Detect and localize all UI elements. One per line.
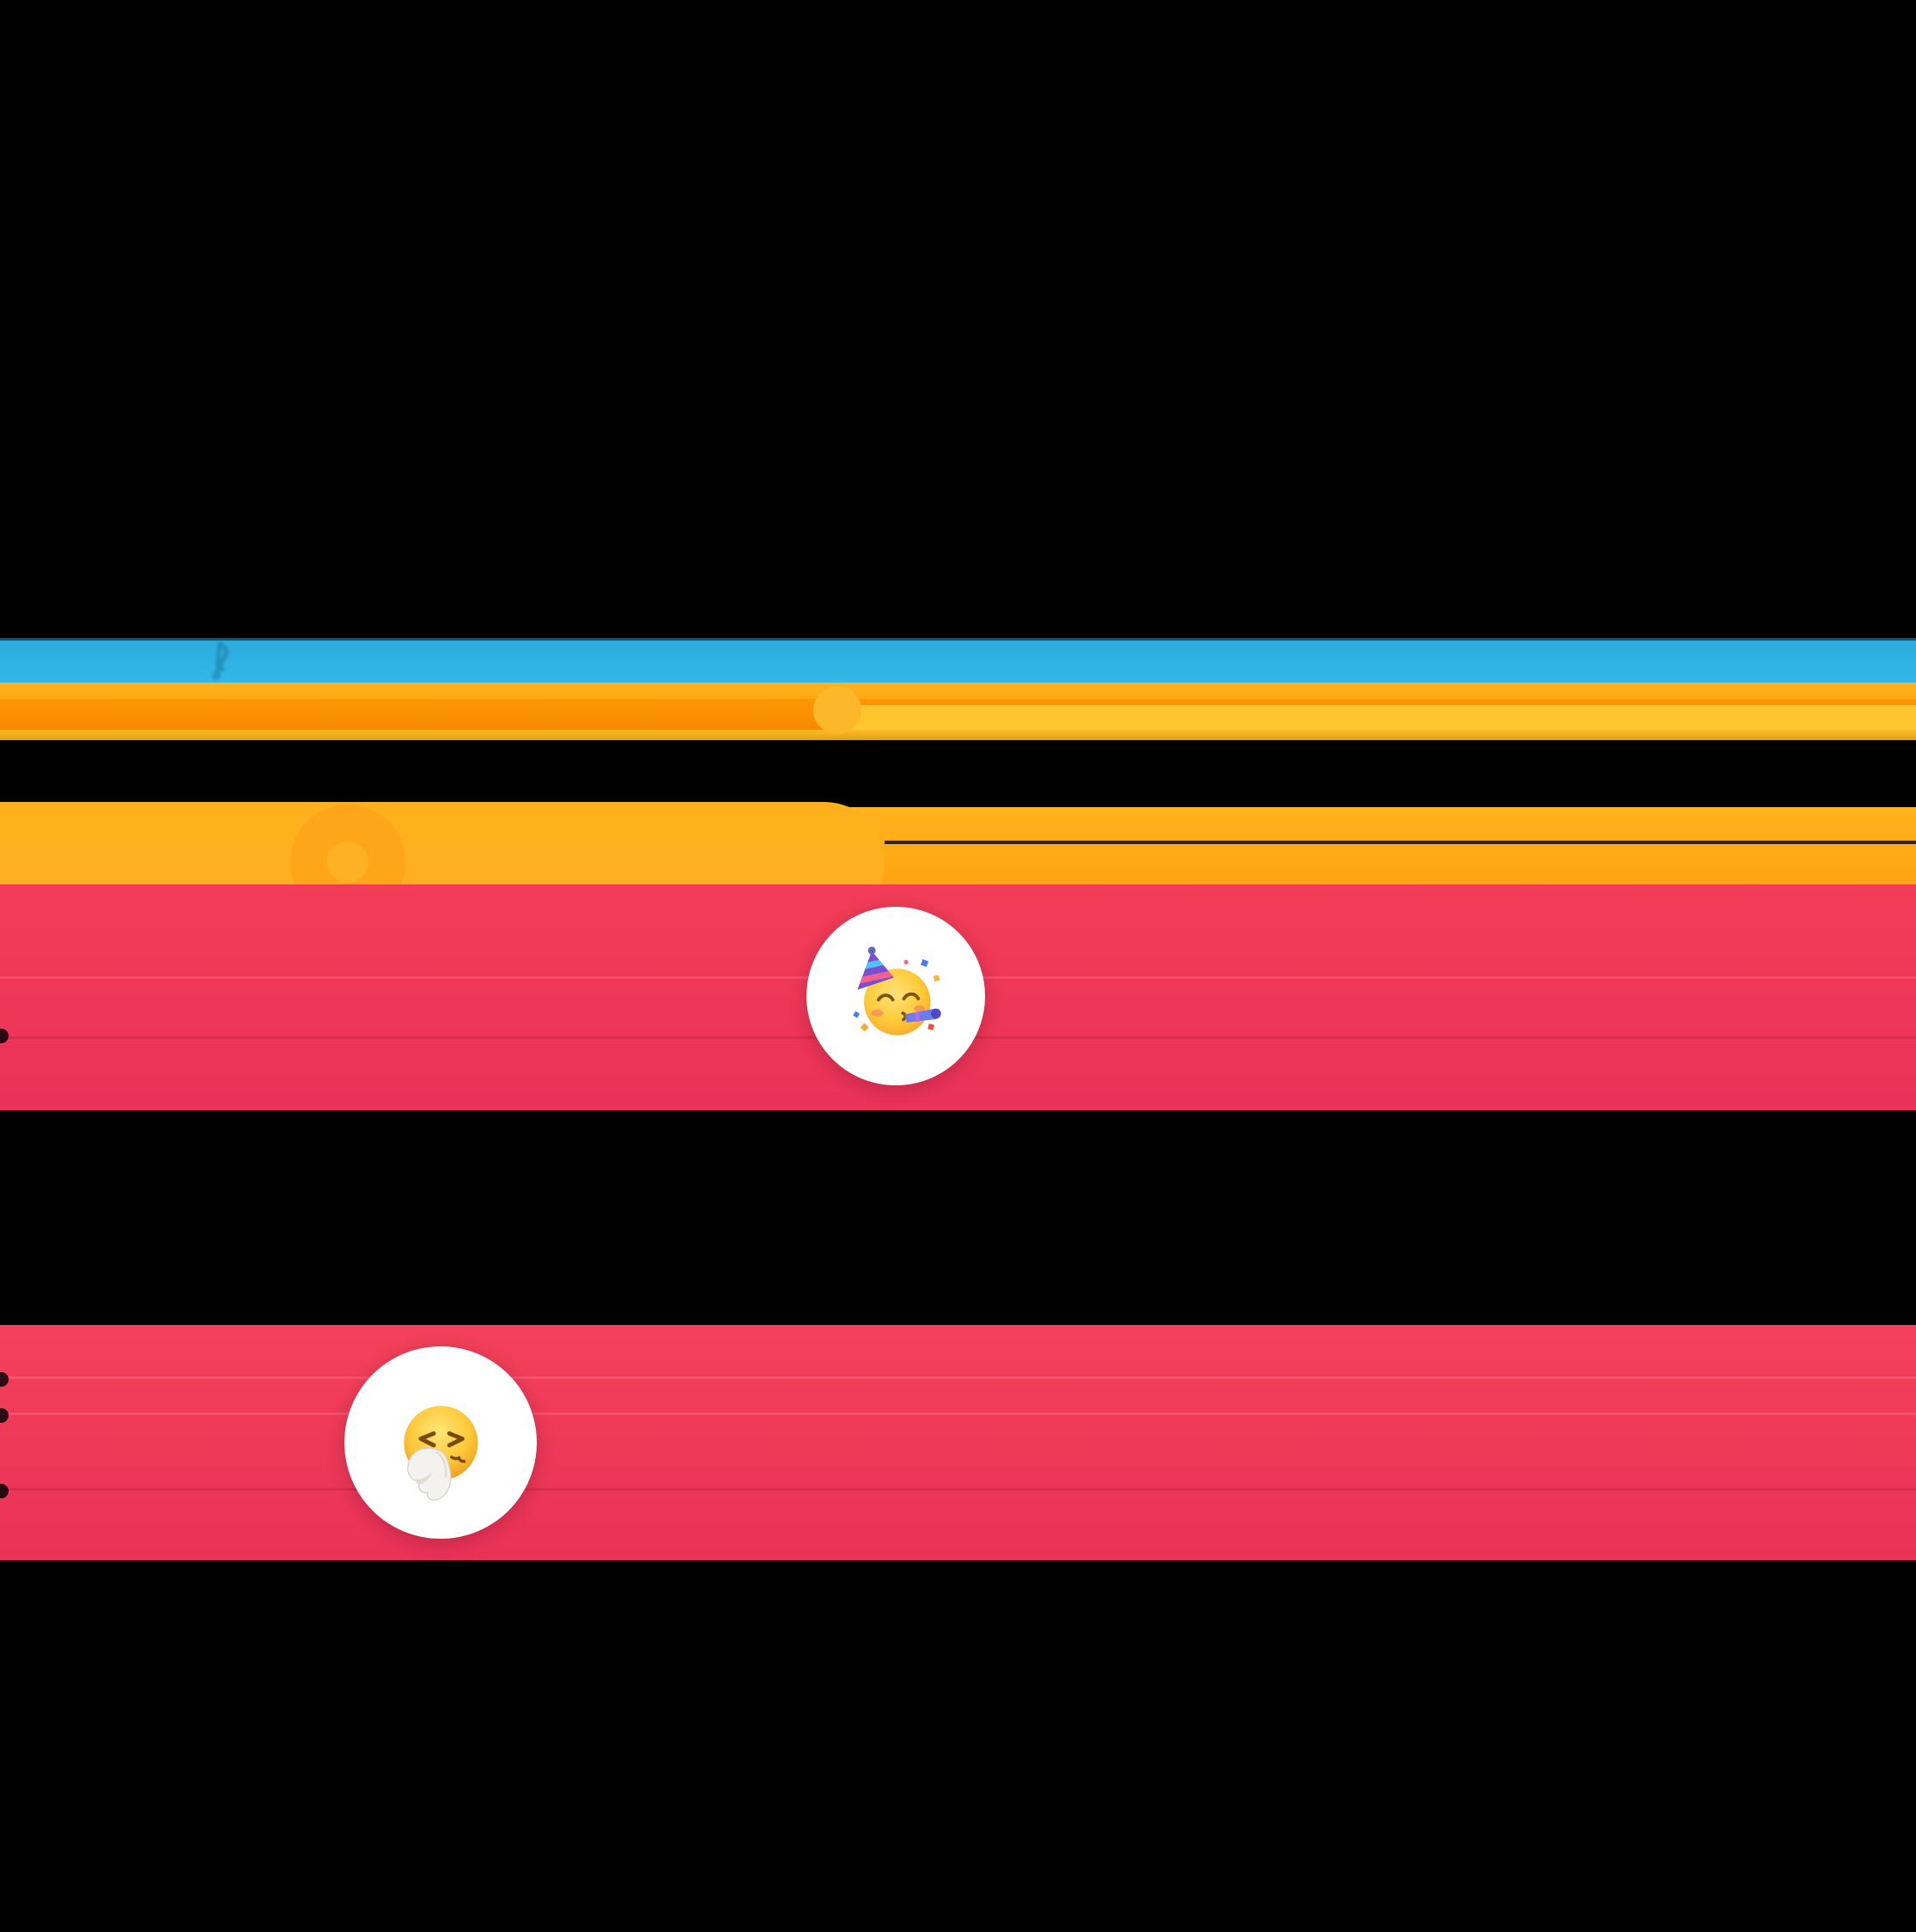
slider2-left-notch xyxy=(0,1408,9,1423)
orange-slider-thumb[interactable] xyxy=(813,686,861,734)
emoji-slider-track-sneeze[interactable] xyxy=(0,1325,1916,1560)
orange-slider-track[interactable] xyxy=(837,705,1916,730)
slider2-seam xyxy=(0,1413,1916,1415)
slider2-left-notch xyxy=(0,1484,9,1498)
coin-hole xyxy=(327,841,368,883)
blue-bar-top-edge xyxy=(0,638,1916,641)
slider1-left-notch xyxy=(0,1029,9,1043)
slider2-seam xyxy=(0,1376,1916,1379)
partying-face-icon xyxy=(852,945,941,1036)
slider2-seam xyxy=(0,1488,1916,1491)
orange-slider-strip-bottom xyxy=(0,730,1916,740)
music-note-icon xyxy=(194,639,239,683)
emoji-slider-thumb-partying-face[interactable]: 🥳 xyxy=(806,907,985,1085)
sneezing-face-icon xyxy=(403,1405,478,1501)
slider2-left-notch xyxy=(0,1372,9,1387)
orange-track-gap-line xyxy=(885,841,1916,844)
emoji-slider-thumb-sneezing-face[interactable]: 🤧 xyxy=(344,1346,537,1539)
blue-progress-bar xyxy=(0,641,1916,683)
